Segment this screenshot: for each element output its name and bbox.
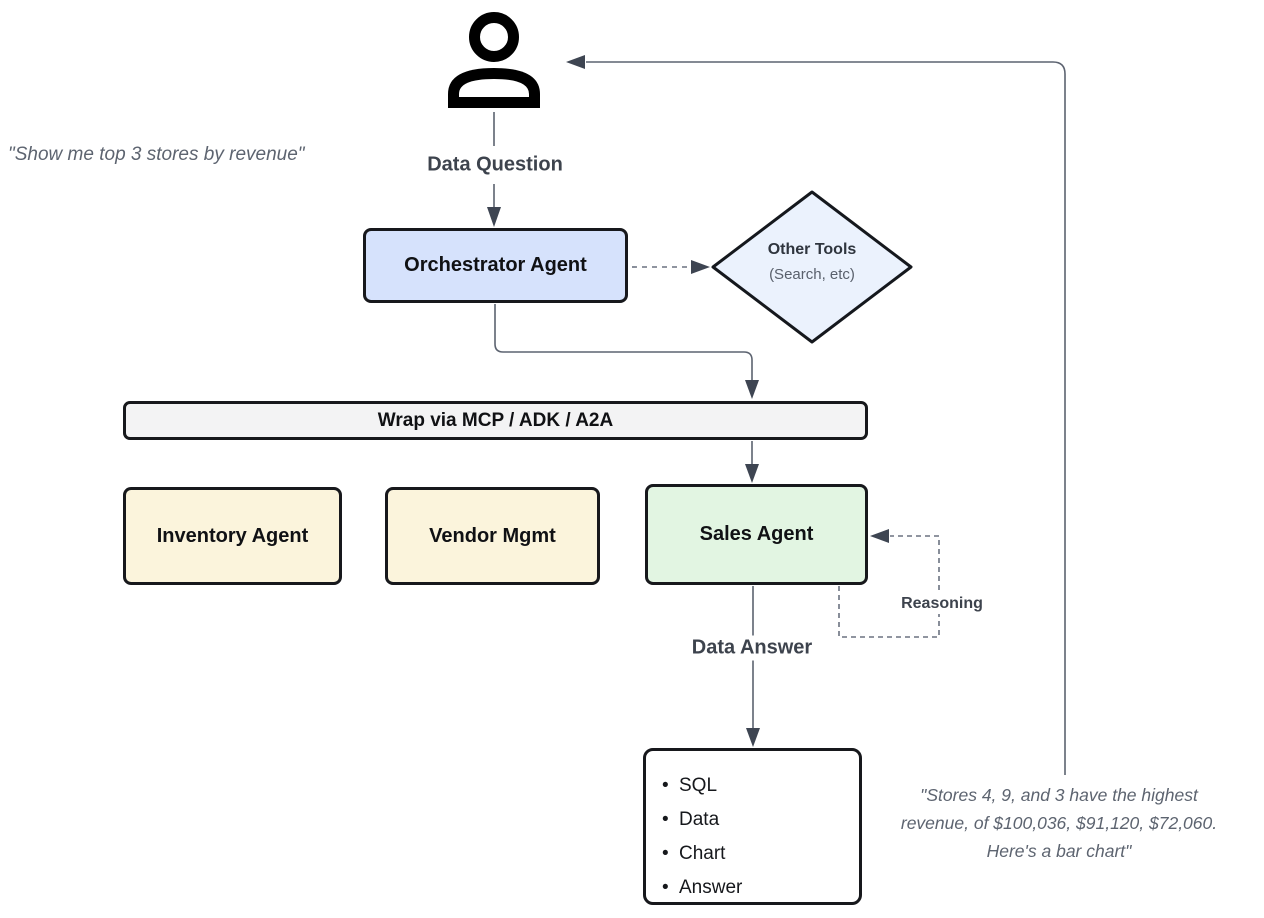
user-quote: "Show me top 3 stores by revenue" xyxy=(8,144,305,165)
other-tools-subtitle: (Search, etc) xyxy=(769,265,855,283)
output-list: SQL Data Chart Answer xyxy=(662,769,742,905)
orchestrator-agent-label: Orchestrator Agent xyxy=(404,254,587,276)
arrowhead-into-person xyxy=(566,55,585,69)
arrowhead-into-orchestrator xyxy=(487,207,501,227)
vendor-mgmt-label: Vendor Mgmt xyxy=(429,524,556,547)
orchestrator-agent-node: Orchestrator Agent xyxy=(363,228,628,303)
other-tools-title: Other Tools xyxy=(767,241,857,258)
answer-quote-line-3: Here's a bar chart" xyxy=(986,841,1132,861)
sales-agent-node: Sales Agent xyxy=(645,484,868,585)
output-item-chart: Chart xyxy=(662,837,742,871)
arrowhead-into-bar xyxy=(745,380,759,399)
other-tools-node: Other Tools (Search, etc) xyxy=(713,238,911,286)
wrap-bar-label: Wrap via MCP / ADK / A2A xyxy=(377,409,614,431)
answer-quote-line-1: "Stores 4, 9, and 3 have the highest xyxy=(920,785,1198,805)
other-tools-diamond xyxy=(711,190,913,344)
answer-quote-line-2: revenue, of $100,036, $91,120, $72,060. xyxy=(900,813,1218,833)
reasoning-label: Reasoning xyxy=(896,594,988,614)
vendor-mgmt-node: Vendor Mgmt xyxy=(385,487,600,585)
data-answer-label: Data Answer xyxy=(686,635,818,661)
output-item-answer: Answer xyxy=(662,871,742,905)
edge-orchestrator-to-bar xyxy=(494,304,753,381)
arrowhead-reasoning-into-sales xyxy=(870,529,889,543)
output-item-sql: SQL xyxy=(662,769,742,803)
output-box-node: SQL Data Chart Answer xyxy=(643,748,862,905)
inventory-agent-node: Inventory Agent xyxy=(123,487,342,585)
answer-quote: "Stores 4, 9, and 3 have the highest rev… xyxy=(868,781,1250,865)
data-question-label: Data Question xyxy=(422,152,568,178)
arrowhead-into-sales xyxy=(745,464,759,483)
output-item-data: Data xyxy=(662,803,742,837)
arrowhead-into-tools xyxy=(691,260,710,274)
wrap-mcp-adk-a2a-bar: Wrap via MCP / ADK / A2A xyxy=(123,401,868,440)
inventory-agent-label: Inventory Agent xyxy=(156,524,309,547)
person-icon xyxy=(446,12,542,110)
arrowhead-into-output xyxy=(746,728,760,747)
edge-answer-to-person xyxy=(586,61,1066,775)
sales-agent-label: Sales Agent xyxy=(699,523,814,545)
